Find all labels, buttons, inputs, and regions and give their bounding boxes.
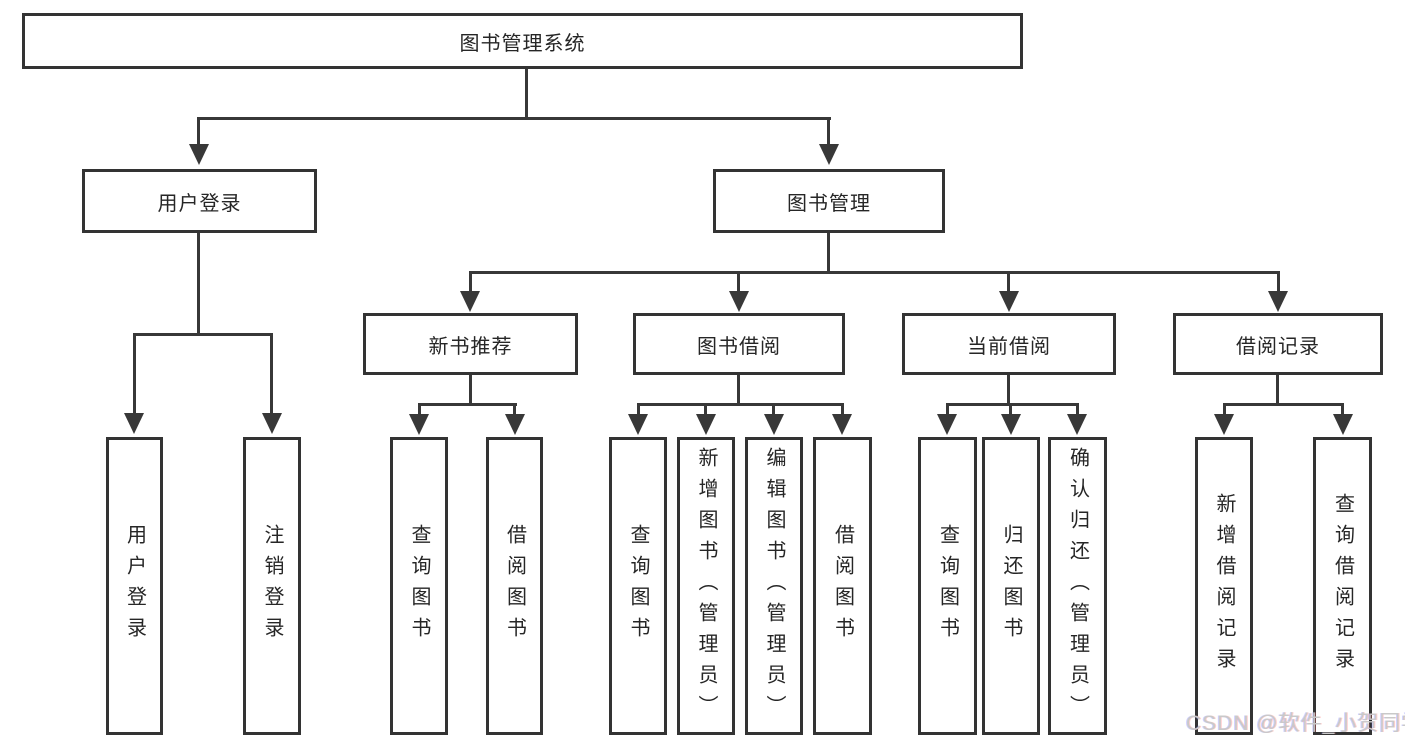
- arrowhead-down-icon: [729, 291, 749, 312]
- leaf-recommend-query-books: 查询图书: [390, 437, 448, 735]
- connector-current-horizontal: [946, 403, 1079, 406]
- connector-root-stub-right: [827, 117, 830, 147]
- arrowhead-down-icon: [1001, 414, 1021, 435]
- connector-current-stub-1: [946, 403, 949, 417]
- leaf-query-borrow-record-label: 查询借阅记录: [1331, 493, 1354, 679]
- node-book-management: 图书管理: [713, 169, 945, 233]
- leaf-logout: 注销登录: [243, 437, 301, 735]
- arrowhead-down-icon: [460, 291, 480, 312]
- leaf-borrow-books-label: 借阅图书: [831, 524, 854, 648]
- connector-borrow-stub-3: [772, 403, 775, 417]
- leaf-user-login-label: 用户登录: [123, 524, 146, 648]
- connector-mgmt-stub-2: [737, 271, 740, 294]
- connector-borrow-horizontal: [637, 403, 844, 406]
- node-user-login-label: 用户登录: [157, 192, 242, 215]
- arrowhead-down-icon: [937, 414, 957, 435]
- connector-current-vertical: [1007, 375, 1010, 405]
- connector-root-vertical: [525, 69, 528, 119]
- leaf-borrow-query-books: 查询图书: [609, 437, 667, 735]
- arrowhead-down-icon: [505, 414, 525, 435]
- connector-mgmt-horizontal: [469, 271, 1280, 274]
- arrowhead-down-icon: [819, 144, 839, 165]
- leaf-recommend-borrow-books: 借阅图书: [486, 437, 543, 735]
- leaf-add-books-admin-label: 新增图书（管理员）: [695, 446, 717, 726]
- node-new-book-recommend-label: 新书推荐: [428, 335, 513, 358]
- node-root: 图书管理系统: [22, 13, 1023, 69]
- connector-current-stub-3: [1076, 403, 1079, 417]
- node-current-borrow: 当前借阅: [902, 313, 1116, 375]
- arrowhead-down-icon: [999, 291, 1019, 312]
- arrowhead-down-icon: [832, 414, 852, 435]
- leaf-add-borrow-record-label: 新增借阅记录: [1213, 493, 1235, 679]
- leaf-add-borrow-record: 新增借阅记录: [1195, 437, 1253, 735]
- connector-login-stub-2: [270, 333, 273, 416]
- arrowhead-down-icon: [628, 414, 648, 435]
- arrowhead-down-icon: [1214, 414, 1234, 435]
- leaf-return-books: 归还图书: [982, 437, 1040, 735]
- leaf-confirm-return-admin-label: 确认归还（管理员）: [1066, 446, 1089, 726]
- connector-records-stub-1: [1223, 403, 1226, 417]
- arrowhead-down-icon: [189, 144, 209, 165]
- connector-records-stub-2: [1341, 403, 1344, 417]
- arrowhead-down-icon: [696, 414, 716, 435]
- connector-login-stub-1: [133, 333, 136, 416]
- connector-mgmt-stub-1: [469, 271, 472, 294]
- node-book-borrow: 图书借阅: [633, 313, 845, 375]
- connector-login-horizontal: [133, 333, 273, 336]
- leaf-borrow-books: 借阅图书: [813, 437, 872, 735]
- arrowhead-down-icon: [124, 413, 144, 434]
- connector-borrow-stub-2: [704, 403, 707, 417]
- node-root-label: 图书管理系统: [459, 32, 586, 55]
- node-new-book-recommend: 新书推荐: [363, 313, 578, 375]
- leaf-edit-books-admin-label: 编辑图书（管理员）: [763, 446, 785, 726]
- leaf-current-query-books-label: 查询图书: [936, 524, 959, 648]
- connector-login-vertical: [197, 233, 200, 336]
- leaf-add-books-admin: 新增图书（管理员）: [677, 437, 735, 735]
- node-book-management-label: 图书管理: [787, 192, 871, 215]
- connector-current-stub-2: [1009, 403, 1012, 417]
- connector-recommend-stub-2: [513, 403, 516, 417]
- leaf-recommend-borrow-books-label: 借阅图书: [503, 524, 526, 648]
- connector-root-horizontal: [197, 117, 831, 120]
- leaf-query-borrow-record: 查询借阅记录: [1313, 437, 1372, 735]
- leaf-logout-label: 注销登录: [261, 524, 283, 648]
- node-current-borrow-label: 当前借阅: [967, 335, 1051, 358]
- connector-mgmt-stub-4: [1277, 271, 1280, 294]
- node-borrow-records: 借阅记录: [1173, 313, 1383, 375]
- node-borrow-records-label: 借阅记录: [1236, 335, 1320, 358]
- connector-recommend-vertical: [469, 375, 472, 405]
- arrowhead-down-icon: [409, 414, 429, 435]
- leaf-return-books-label: 归还图书: [1000, 524, 1022, 648]
- arrowhead-down-icon: [262, 413, 282, 434]
- arrowhead-down-icon: [1268, 291, 1288, 312]
- arrowhead-down-icon: [1333, 414, 1353, 435]
- connector-recommend-stub-1: [418, 403, 421, 417]
- node-book-borrow-label: 图书借阅: [697, 335, 781, 358]
- leaf-edit-books-admin: 编辑图书（管理员）: [745, 437, 803, 735]
- leaf-recommend-query-books-label: 查询图书: [408, 524, 430, 648]
- leaf-user-login: 用户登录: [106, 437, 163, 735]
- connector-mgmt-stub-3: [1007, 271, 1010, 294]
- connector-mgmt-vertical: [827, 233, 830, 273]
- node-user-login: 用户登录: [82, 169, 317, 233]
- arrowhead-down-icon: [1067, 414, 1087, 435]
- arrowhead-down-icon: [764, 414, 784, 435]
- leaf-confirm-return-admin: 确认归还（管理员）: [1048, 437, 1107, 735]
- connector-records-horizontal: [1223, 403, 1344, 406]
- leaf-current-query-books: 查询图书: [918, 437, 977, 735]
- connector-recommend-horizontal: [418, 403, 517, 406]
- csdn-watermark: CSDN @软件_小贺同学: [1186, 712, 1405, 735]
- connector-borrow-vertical: [737, 375, 740, 405]
- connector-borrow-stub-4: [841, 403, 844, 417]
- connector-records-vertical: [1276, 375, 1279, 405]
- leaf-borrow-query-books-label: 查询图书: [627, 524, 649, 648]
- connector-borrow-stub-1: [637, 403, 640, 417]
- connector-root-stub-left: [197, 117, 200, 147]
